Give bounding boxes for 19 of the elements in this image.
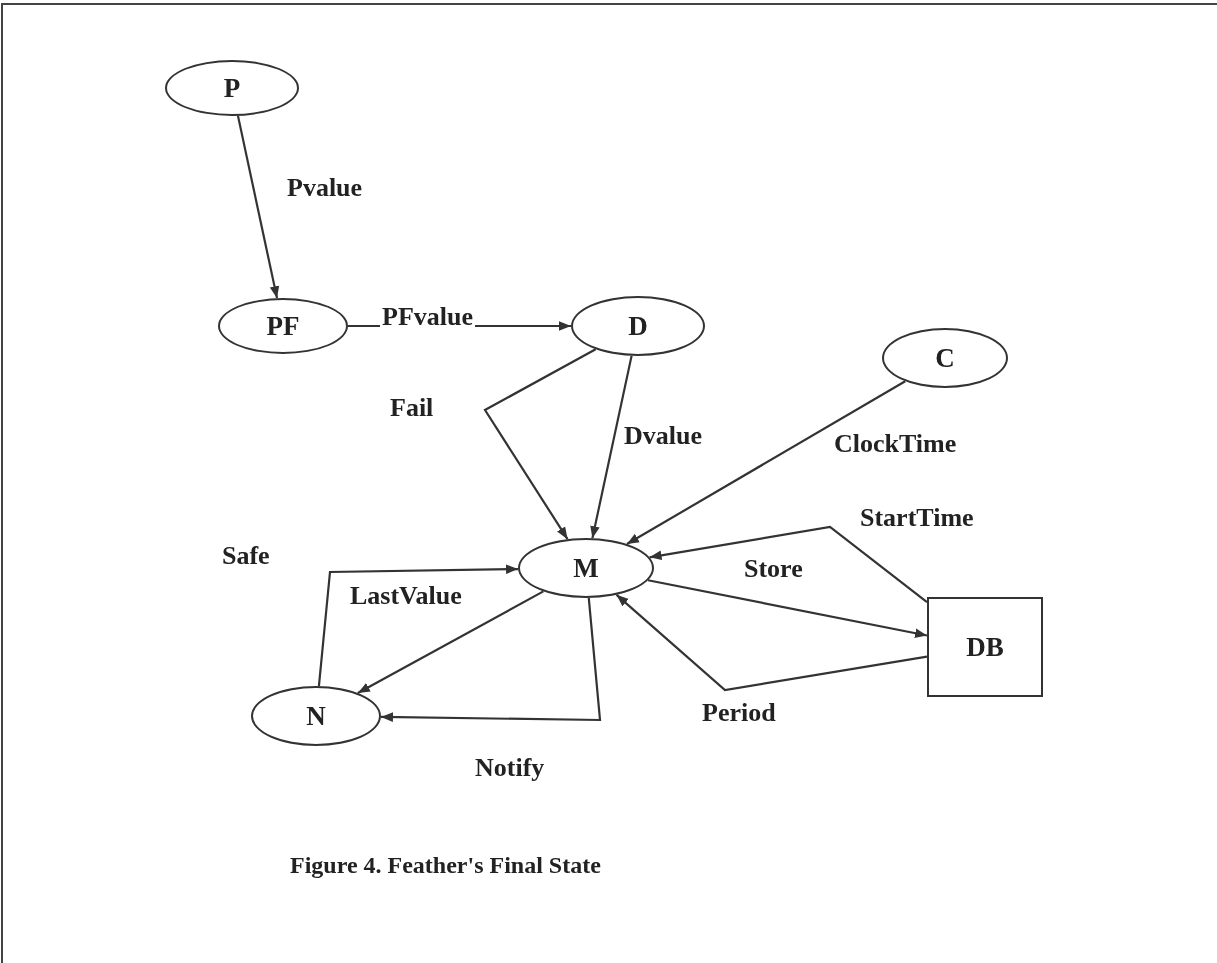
state-box	[927, 597, 1043, 697]
arrow	[483, 348, 597, 540]
arrow	[649, 525, 928, 603]
figure-caption: Figure 4. Feather's Final State	[290, 852, 601, 879]
node-label: P	[223, 72, 241, 104]
node-label: D	[628, 310, 648, 342]
state-ellipse	[518, 538, 654, 598]
node-label: PF	[266, 310, 300, 342]
node-label: N	[306, 700, 326, 732]
node-label: M	[573, 552, 599, 584]
arrow	[380, 597, 602, 722]
arrow	[626, 380, 906, 545]
arrow	[357, 590, 544, 694]
arrow	[317, 564, 519, 687]
arrow	[647, 579, 928, 638]
node-label: C	[935, 342, 955, 374]
arrow	[590, 355, 633, 539]
node-label: DB	[966, 631, 1004, 663]
arrow	[236, 115, 280, 299]
